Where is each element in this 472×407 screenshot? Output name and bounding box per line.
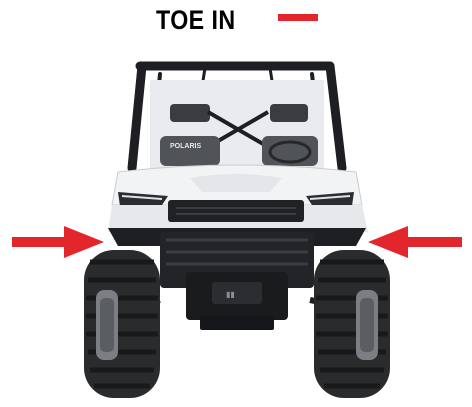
grille <box>168 200 304 222</box>
front-bumper: ▮▮ <box>108 228 366 330</box>
svg-text:▮▮: ▮▮ <box>226 290 235 299</box>
tire-left <box>84 250 160 398</box>
legend-label: TOE IN <box>156 5 236 35</box>
seats <box>160 104 318 166</box>
tire-right <box>314 250 390 398</box>
legend-red-line <box>278 14 318 21</box>
arrow-pointing-right-icon <box>12 226 104 258</box>
hood-badge: POLARIS <box>170 143 201 150</box>
hood-center-panel <box>190 174 282 192</box>
legend: TOE IN <box>156 4 318 36</box>
arrow-pointing-left-icon <box>368 226 462 258</box>
